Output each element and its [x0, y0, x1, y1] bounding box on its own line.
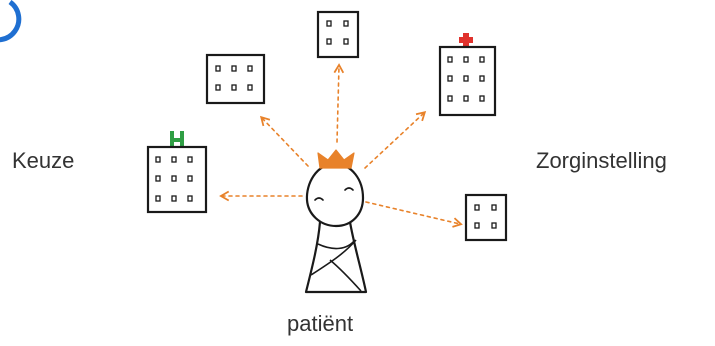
hospital-building — [438, 33, 497, 117]
patient-figure — [304, 149, 368, 294]
crown-icon — [317, 149, 355, 169]
building-left — [146, 131, 208, 214]
red-cross-icon — [459, 33, 473, 47]
corner-arc — [0, 0, 22, 43]
label-patient: patiënt — [287, 311, 354, 336]
label-keuze: Keuze — [12, 148, 75, 173]
arrow-to-lower-right — [365, 201, 463, 228]
arrow-to-upper-left — [259, 115, 309, 167]
building-lower-right — [464, 193, 508, 242]
arrow-to-hospital — [364, 111, 427, 169]
green-h-icon — [170, 131, 184, 147]
arrow-to-top — [333, 63, 345, 143]
patient-head — [305, 162, 365, 228]
building-top — [316, 10, 360, 59]
building-upper-left — [205, 53, 266, 105]
patient-body — [304, 221, 368, 294]
label-zorginstelling: Zorginstelling — [536, 148, 667, 173]
